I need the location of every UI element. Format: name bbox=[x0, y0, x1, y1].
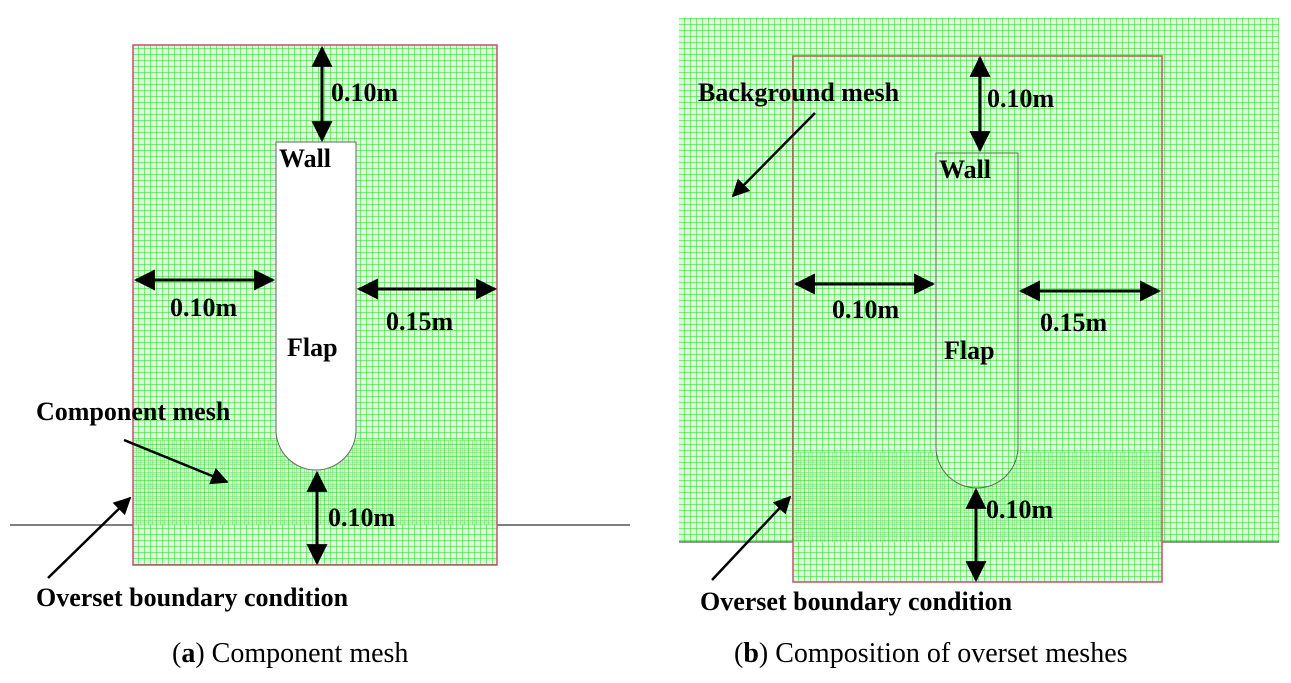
panel-a: Wall Flap 0.10m 0.10m 0.15m 0.10m Compon… bbox=[10, 44, 630, 669]
right-gap-label-a: 0.15m bbox=[386, 307, 454, 336]
caption-letter-a: a bbox=[181, 638, 195, 669]
flap-label-a: Flap bbox=[287, 333, 338, 362]
left-gap-label-a: 0.10m bbox=[170, 293, 238, 322]
boundary-pointer-arrow-a bbox=[47, 496, 132, 579]
flap-body-a bbox=[275, 141, 357, 471]
caption-letter-b: b bbox=[743, 638, 759, 669]
flap-label-b: Flap bbox=[944, 336, 995, 365]
boundary-pointer-arrow-b bbox=[711, 495, 792, 581]
background-mesh-label: Background mesh bbox=[698, 78, 900, 107]
mesh-pointer-arrow-b bbox=[731, 112, 816, 198]
caption-text-b: Composition of overset meshes bbox=[768, 638, 1127, 669]
wall-label-a: Wall bbox=[279, 144, 331, 173]
bottom-gap-label-b: 0.10m bbox=[986, 495, 1054, 524]
right-gap-label-b: 0.15m bbox=[1040, 308, 1108, 337]
caption-text-a: Component mesh bbox=[205, 638, 409, 669]
left-gap-label-b: 0.10m bbox=[832, 295, 900, 324]
caption-b: (b) Composition of overset meshes bbox=[734, 638, 1128, 669]
boundary-label-a: Overset boundary condition bbox=[36, 583, 349, 612]
caption-a: (a) Component mesh bbox=[172, 638, 408, 669]
wall-label-b: Wall bbox=[939, 155, 991, 184]
top-gap-label-b: 0.10m bbox=[987, 84, 1055, 113]
flap-body-b bbox=[935, 152, 1019, 489]
mesh-pointer-arrow-a bbox=[123, 438, 229, 485]
bottom-gap-label-a: 0.10m bbox=[328, 503, 396, 532]
top-gap-label-a: 0.10m bbox=[331, 78, 399, 107]
component-mesh-label: Component mesh bbox=[36, 397, 231, 426]
boundary-label-b: Overset boundary condition bbox=[700, 587, 1013, 616]
panel-b: Wall Flap 0.10m 0.10m 0.15m 0.10m Backgr… bbox=[679, 18, 1279, 669]
